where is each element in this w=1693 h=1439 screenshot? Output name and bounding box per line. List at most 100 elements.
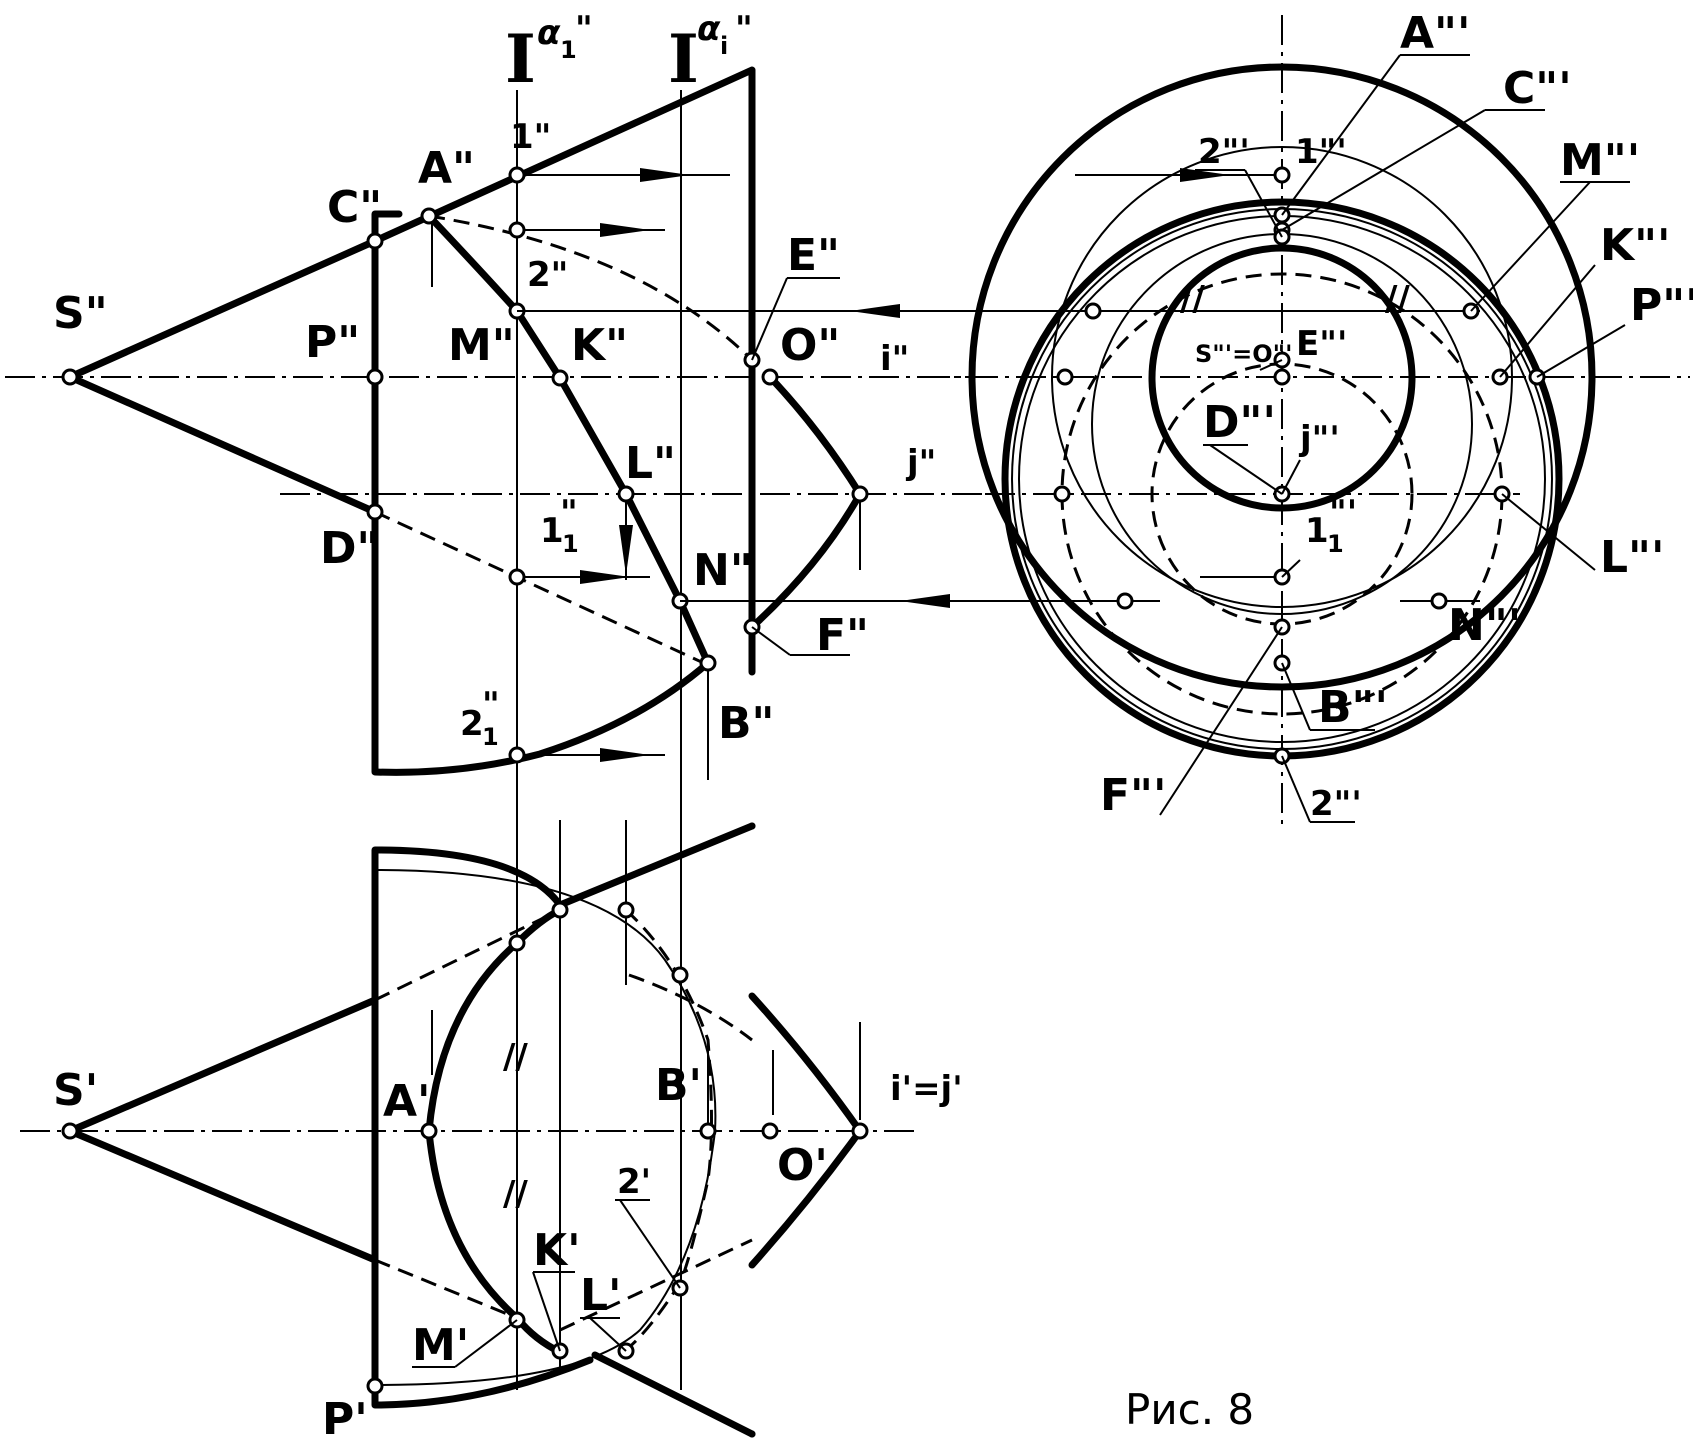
- side-outer-circle: [968, 63, 1596, 691]
- point-front-L: [617, 485, 635, 503]
- plane-alpha1-greek: α: [537, 13, 561, 53]
- top-hidden-generator-lower: [374, 1238, 753, 1332]
- point-front-D: [366, 503, 384, 521]
- point-top-2: [551, 901, 569, 919]
- label-top-2: 2': [617, 1162, 651, 1202]
- top-view: // //: [20, 820, 920, 1438]
- label-front-L: L": [625, 438, 676, 489]
- side-arrowhead-M: [850, 304, 900, 318]
- side-view: [517, 15, 1690, 830]
- label-top-K: K': [533, 1225, 581, 1276]
- point-side-K-left: [1056, 368, 1074, 386]
- label-front-2: 2": [527, 255, 568, 295]
- point-top-P: [366, 1377, 384, 1395]
- label-front-B: B": [718, 698, 774, 749]
- front-view: [5, 66, 985, 1390]
- plane-alpha1-sub: 1: [560, 36, 577, 64]
- label-top-B: B': [655, 1060, 702, 1111]
- leader-top-2: [619, 1199, 681, 1289]
- leader-top-M: [454, 1319, 518, 1368]
- point-top-1: [508, 934, 526, 952]
- side-circle-1: [1051, 146, 1513, 608]
- point-front-S: [61, 368, 79, 386]
- label-side-tick-right: //: [1385, 279, 1410, 319]
- label-front-E: E": [787, 230, 840, 281]
- point-top-ij: [851, 1122, 869, 1140]
- label-side-j: j"': [1298, 419, 1340, 459]
- label-side-A: A"': [1400, 8, 1470, 59]
- label-side-1: 1"': [1295, 132, 1347, 172]
- top-cylinder-outline: [371, 846, 594, 1409]
- label-front-11: 1: [540, 511, 564, 551]
- arrowhead-11: [580, 570, 630, 584]
- point-top-3: [617, 901, 635, 919]
- leader-side-K: [1499, 264, 1596, 378]
- point-side-N-left: [1116, 592, 1134, 610]
- arrowhead-L: [619, 525, 633, 575]
- leader-side-F: [1159, 626, 1283, 816]
- point-top-A: [420, 1122, 438, 1140]
- front-intersection-curve-2: [748, 373, 864, 631]
- leader-top-L: [589, 1317, 627, 1352]
- label-front-21-prime: ": [482, 685, 500, 725]
- label-side-tick-left: //: [1180, 279, 1205, 319]
- top-tick-mark-2: //: [503, 1174, 528, 1214]
- leader-side-D: [1209, 444, 1283, 495]
- leader-side-SO: [1259, 359, 1283, 371]
- plane-alphai-primes: ": [735, 9, 753, 49]
- label-top-O: O': [777, 1140, 828, 1191]
- label-side-11-sub: 1: [1327, 530, 1344, 558]
- label-top-L: L': [580, 1270, 622, 1321]
- point-top-O: [761, 1122, 779, 1140]
- leader-side-M: [1470, 181, 1591, 312]
- point-front-1: [508, 166, 526, 184]
- point-side-M-left: [1084, 302, 1102, 320]
- side-arrowhead-N: [900, 594, 950, 608]
- top-intersection-curve: [425, 939, 564, 1356]
- leader-side-2b: [1281, 755, 1311, 823]
- point-front-A: [420, 207, 438, 225]
- point-front-O: [761, 368, 779, 386]
- plane-alphai-sub: i: [720, 32, 728, 60]
- figure-caption: Рис. 8: [1125, 1385, 1254, 1434]
- label-side-F: F"': [1100, 770, 1166, 821]
- label-side-C: C"': [1503, 63, 1572, 114]
- label-front-11-prime: ": [560, 493, 578, 533]
- label-side-11: 1: [1305, 511, 1329, 551]
- top-cone-outline: [66, 822, 756, 1438]
- point-front-P: [366, 368, 384, 386]
- side-arrowhead-1: [1180, 168, 1230, 182]
- point-front-B: [699, 654, 717, 672]
- label-side-P: P"': [1630, 280, 1693, 331]
- label-front-S: S": [53, 288, 108, 339]
- label-top-ij: i'=j': [890, 1069, 963, 1109]
- label-front-21: 2: [460, 704, 484, 744]
- label-side-E: E"': [1296, 324, 1347, 364]
- label-front-A: A": [418, 143, 475, 194]
- side-cylinder-circle: [1001, 198, 1563, 760]
- front-hidden-cylinder-arc: [428, 214, 754, 362]
- label-front-M: M": [448, 320, 515, 371]
- label-front-D: D": [320, 523, 379, 574]
- label-top-S: S': [53, 1065, 98, 1116]
- point-front-2: [508, 221, 526, 239]
- top-hidden-generator-upper: [374, 908, 753, 1042]
- point-top-S: [61, 1122, 79, 1140]
- label-front-O: O": [780, 320, 840, 371]
- point-top-B: [699, 1122, 717, 1140]
- label-side-B: B"': [1318, 682, 1388, 733]
- label-front-i: i": [880, 339, 909, 379]
- point-side-1: [1273, 166, 1291, 184]
- leader-side-A: [1281, 54, 1401, 216]
- label-top-A: A': [383, 1076, 431, 1127]
- point-front-j: [851, 485, 869, 503]
- label-front-1: 1": [510, 117, 551, 157]
- label-side-K: K"': [1600, 220, 1671, 271]
- point-front-K: [551, 369, 569, 387]
- top-hidden-curve: [624, 908, 713, 1352]
- label-side-SO: S"'=O"': [1195, 340, 1293, 368]
- plane-label-alpha1: I α 1 ": [505, 9, 593, 98]
- arrowhead-2: [600, 223, 650, 237]
- arrowhead-21: [600, 748, 650, 762]
